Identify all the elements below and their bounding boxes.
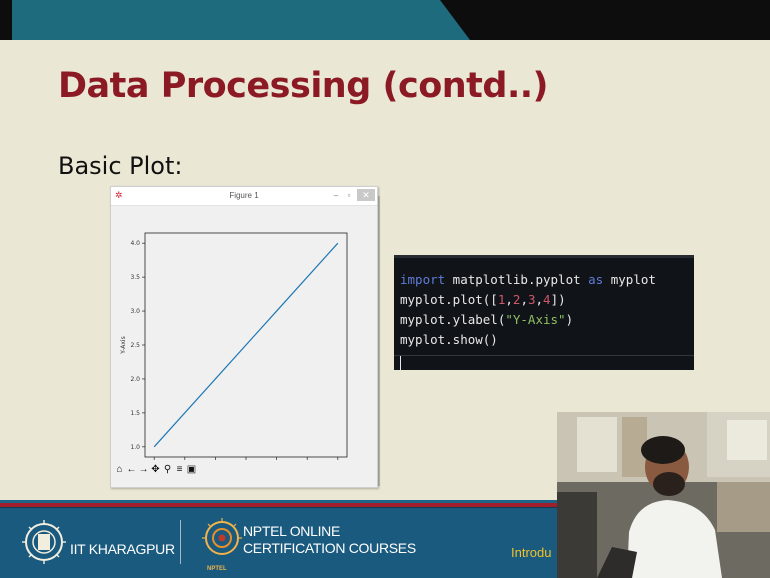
minimize-button[interactable]: –: [333, 190, 339, 200]
text-cursor: [400, 356, 401, 370]
home-icon[interactable]: ⌂: [114, 464, 125, 476]
top-band: [0, 0, 770, 40]
y-tick-label: 1.5: [130, 410, 140, 417]
plot-toolbar: ⌂ ← → ✥ ⚲ ≡ ▣: [114, 464, 197, 476]
section-subtitle: Basic Plot:: [58, 152, 183, 180]
y-tick-label: 1.0: [130, 444, 140, 451]
footer-divider: [180, 520, 181, 564]
course-title-fragment: Introdu: [511, 545, 552, 560]
code-text: ): [565, 312, 574, 327]
presenter-video: [557, 412, 770, 578]
alias-name: myplot: [603, 272, 656, 287]
zoom-icon[interactable]: ⚲: [162, 464, 173, 476]
code-text: ]): [550, 292, 566, 307]
y-axis-label: Y-Axis: [120, 336, 127, 354]
series-line: [153, 242, 339, 448]
slide-title: Data Processing (contd..): [58, 66, 549, 106]
close-button[interactable]: ✕: [357, 189, 375, 201]
window-title: Figure 1: [229, 191, 259, 200]
y-tick-label: 2.5: [130, 342, 140, 349]
code-line-3: myplot.ylabel("Y-Axis"): [400, 310, 656, 330]
matplotlib-app-icon: ✲: [115, 190, 123, 200]
iit-kharagpur-label: IIT KHARAGPUR: [70, 541, 175, 557]
nptel-logo-icon: [202, 518, 242, 555]
code-line-1: import matplotlib.pyplot as myplot: [400, 270, 656, 290]
number-literal: 4: [543, 292, 551, 307]
module-name: matplotlib.pyplot: [445, 272, 589, 287]
window-shadow: [376, 196, 380, 486]
line-chart: 0.00.51.01.52.02.53.01.01.52.02.53.03.54…: [111, 206, 377, 470]
window-titlebar[interactable]: ✲ Figure 1 – ▫ ✕: [111, 187, 377, 206]
y-tick-label: 4.0: [130, 240, 140, 247]
code-line-2: myplot.plot([1,2,3,4]): [400, 292, 566, 307]
number-literal: 3: [527, 292, 536, 307]
keyword-import: import: [400, 272, 446, 287]
figure-window[interactable]: ✲ Figure 1 – ▫ ✕ 0.00.51.01.52.02.53.01.…: [110, 186, 378, 488]
window-controls: – ▫ ✕: [331, 189, 375, 201]
plot-area: 0.00.51.01.52.02.53.01.01.52.02.53.03.54…: [111, 206, 377, 470]
nptel-small-label: NPTEL: [207, 566, 227, 572]
y-tick-label: 3.5: [130, 274, 140, 281]
keyword-as: as: [588, 272, 604, 287]
code-text: myplot.plot([: [400, 292, 498, 307]
forward-arrow-icon[interactable]: →: [138, 464, 149, 476]
string-literal: "Y-Axis": [505, 312, 566, 327]
code-line-4: myplot.show(): [400, 332, 498, 347]
number-literal: 2: [512, 292, 521, 307]
configure-subplots-icon[interactable]: ≡: [174, 464, 185, 476]
maximize-button[interactable]: ▫: [347, 190, 351, 200]
back-arrow-icon[interactable]: ←: [126, 464, 137, 476]
y-tick-label: 2.0: [130, 376, 140, 383]
number-literal: 1: [497, 292, 506, 307]
code-text: myplot.ylabel(: [400, 312, 506, 327]
iit-logo-icon: [22, 520, 66, 564]
pan-icon[interactable]: ✥: [150, 464, 161, 476]
save-icon[interactable]: ▣: [186, 464, 197, 476]
nptel-online-label: NPTEL ONLINE: [243, 523, 341, 539]
code-divider: [394, 355, 694, 356]
certification-courses-label: CERTIFICATION COURSES: [243, 540, 416, 556]
y-tick-label: 3.0: [130, 308, 140, 315]
